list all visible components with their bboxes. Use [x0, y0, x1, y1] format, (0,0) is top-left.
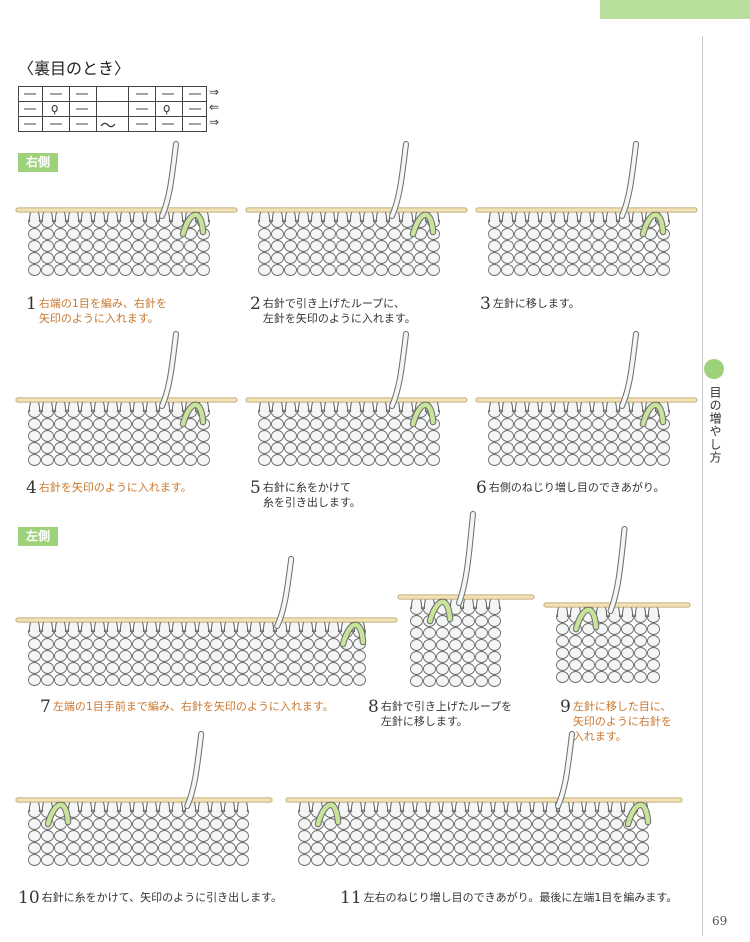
illustration-step-5 — [244, 330, 469, 484]
step-text: 右針に糸をかけて、矢印のように引き出します。 — [41, 891, 282, 904]
step-text: 左針に移します。 — [492, 297, 580, 310]
step-text: 右針で引き上げたループに、 左針を矢印のように入れます。 — [262, 297, 416, 325]
step-number: 9 — [560, 697, 571, 717]
page-number: 69 — [712, 914, 728, 928]
step-text: 右側のねじり増し目のできあがり。 — [488, 481, 665, 494]
step-number: 7 — [40, 697, 51, 717]
side-tab-dot — [704, 359, 724, 379]
illustration-step-2 — [244, 140, 469, 294]
step-number: 3 — [480, 294, 491, 314]
step-text: 左右のねじり増し目のできあがり。最後に左端1目を編みます。 — [363, 891, 678, 904]
step-text: 右針に糸をかけて 糸を引き出します。 — [262, 481, 361, 509]
illustration-step-7 — [14, 555, 399, 699]
step-number: 10 — [18, 888, 40, 908]
illustration-step-6 — [474, 330, 699, 484]
arrow-left-icon: ⇐ — [209, 100, 220, 114]
illustration-step-11 — [284, 730, 684, 884]
badge-right-side: 右側 — [18, 153, 59, 172]
knitting-chart: ϙ ϙ 〜 ⇒ ⇐ ⇒ — [18, 85, 233, 138]
arrow-right-icon: ⇒ — [209, 85, 220, 99]
step-number: 4 — [26, 478, 37, 498]
step-number: 2 — [250, 294, 261, 314]
increase-symbol-icon: ϙ — [51, 101, 59, 115]
step-number: 5 — [250, 478, 261, 498]
badge-left-side: 左側 — [18, 527, 59, 546]
illustration-step-8 — [396, 510, 536, 699]
step-text: 右針を矢印のように入れます。 — [38, 481, 192, 494]
step-number: 8 — [368, 697, 379, 717]
wave-icon: 〜 — [100, 116, 117, 135]
header-accent-bar — [600, 0, 750, 19]
increase-symbol-icon: ϙ — [163, 101, 171, 115]
step-number: 11 — [340, 888, 362, 908]
illustration-step-1 — [14, 140, 239, 294]
illustration-step-3 — [474, 140, 699, 294]
section-title: 〈裏目のとき〉 — [18, 59, 131, 78]
illustration-step-4 — [14, 330, 239, 484]
step-text: 左針に移した目に、 矢印のように右針を 入れます。 — [572, 700, 672, 743]
side-rule — [702, 36, 703, 936]
step-text: 右針で引き上げたループを 左針に移します。 — [380, 700, 513, 728]
step-text: 右端の1目を編み、右針を 矢印のように入れます。 — [38, 297, 167, 325]
arrow-right-icon: ⇒ — [209, 115, 220, 129]
side-tab-label: 目の増やし方 — [708, 386, 722, 464]
illustration-step-10 — [14, 730, 274, 884]
step-number: 1 — [26, 294, 37, 314]
step-number: 6 — [476, 478, 487, 498]
step-text: 左端の1目手前まで編み、右針を矢印のように入れます。 — [52, 700, 334, 713]
illustration-step-9 — [542, 525, 692, 699]
